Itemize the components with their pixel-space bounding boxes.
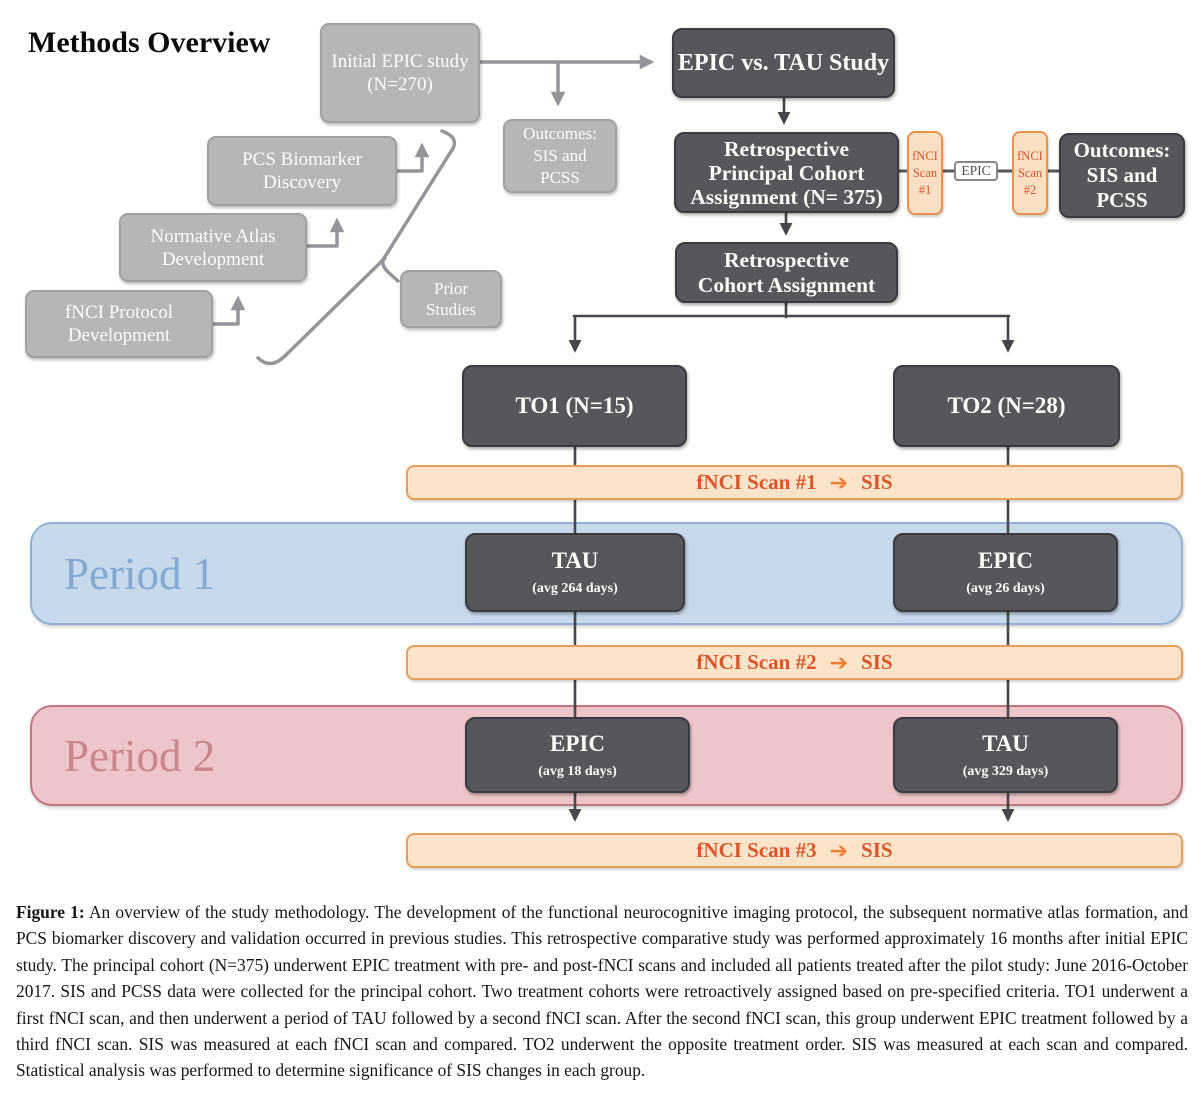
box-line: Assignment (N= 375): [690, 184, 883, 209]
box-line: TO2 (N=28): [947, 393, 1066, 418]
box-line: PCSS: [540, 168, 580, 187]
period1-label: Period 1: [64, 548, 216, 599]
box-epic-mini: EPIC: [954, 161, 998, 181]
box-to1: TO1 (N=15): [462, 365, 687, 447]
box-line: Scan: [1017, 165, 1043, 180]
right-arrow-icon: ➔: [829, 837, 849, 863]
arrow-protocol-to-atlas: [211, 295, 246, 326]
treatment-duration: (avg 18 days): [538, 763, 617, 779]
box-line: Development: [161, 248, 265, 270]
arrow-pcs-to-initialepic: [395, 142, 430, 173]
scan-bar-3-result: SIS: [861, 838, 893, 862]
box-epic-vs-tau: EPIC vs. TAU Study: [672, 28, 895, 98]
scan-bar-1-label: fNCI Scan #1: [696, 470, 817, 494]
scan-bar-2-label: fNCI Scan #2: [696, 650, 817, 674]
treatment-title: EPIC: [550, 730, 605, 756]
period2-label: Period 2: [64, 730, 216, 781]
box-line: Scan: [912, 165, 938, 180]
caption-text: An overview of the study methodology. Th…: [16, 902, 1189, 1081]
box-line: Normative Atlas: [150, 225, 276, 247]
box-period2-tau: TAU (avg 329 days): [893, 717, 1118, 793]
box-line: Retrospective: [724, 247, 849, 272]
box-line: Development: [67, 325, 171, 346]
box-retro-principal: Retrospective Principal Cohort Assignmen…: [674, 132, 899, 213]
arrow-atlas-to-pcs: [305, 217, 345, 248]
figure-caption: Figure 1: An overview of the study metho…: [16, 899, 1188, 1084]
box-period1-epic: EPIC (avg 26 days): [893, 533, 1118, 612]
box-retro-cohort: Retrospective Cohort Assignment: [675, 242, 898, 303]
box-line: PCSS: [1096, 188, 1148, 212]
box-line: Principal Cohort: [708, 160, 865, 185]
box-line: TO1 (N=15): [515, 393, 634, 418]
box-line: Retrospective: [724, 136, 849, 161]
box-to2: TO2 (N=28): [893, 365, 1120, 447]
box-line: EPIC vs. TAU Study: [677, 49, 890, 76]
box-period2-epic: EPIC (avg 18 days): [465, 717, 690, 793]
scan-bar-2: fNCI Scan #2 ➔ SIS: [406, 645, 1183, 680]
figure-title: Methods Overview: [28, 26, 271, 59]
scan-bar-3-label: fNCI Scan #3: [696, 838, 817, 862]
box-normative-atlas: Normative Atlas Development: [119, 213, 307, 282]
box-line: PCS Biomarker: [242, 149, 362, 170]
box-line: Outcomes:: [523, 124, 597, 143]
prior-studies-bracket-upper: [381, 129, 457, 283]
caption-label: Figure 1:: [16, 902, 85, 922]
box-line: SIS and: [533, 146, 587, 165]
box-period1-tau: TAU (avg 264 days): [465, 533, 685, 612]
box-fnci-scan2: fNCI Scan #2: [1012, 131, 1048, 215]
treatment-title: TAU: [982, 730, 1029, 756]
prior-studies-bracket-lower: [256, 256, 387, 366]
box-line: Cohort Assignment: [697, 272, 876, 297]
scan-bar-1: fNCI Scan #1 ➔ SIS: [406, 465, 1183, 500]
box-line: Discovery: [262, 172, 342, 193]
scan-bar-3: fNCI Scan #3 ➔ SIS: [406, 833, 1183, 868]
box-outcomes-gray: Outcomes: SIS and PCSS: [503, 119, 617, 193]
scan-bar-2-result: SIS: [861, 650, 893, 674]
gray-arrows: [211, 54, 655, 366]
box-line: Prior: [434, 279, 468, 298]
box-line: fNCI: [1017, 148, 1043, 163]
box-outcomes-dark: Outcomes: SIS and PCSS: [1059, 133, 1185, 218]
box-line: #1: [918, 182, 932, 197]
treatment-duration: (avg 26 days): [966, 581, 1045, 596]
treatment-duration: (avg 264 days): [532, 581, 618, 596]
box-line: Studies: [425, 300, 477, 319]
box-line: Outcomes:: [1073, 138, 1171, 162]
box-line: (N=270): [367, 74, 433, 95]
box-line: Initial EPIC study: [331, 51, 469, 72]
box-fnci-protocol: fNCI Protocol Development: [25, 290, 213, 358]
right-arrow-icon: ➔: [829, 469, 849, 495]
treatment-title: TAU: [551, 548, 599, 573]
box-line: #2: [1023, 182, 1037, 197]
box-prior-studies: Prior Studies: [400, 270, 502, 328]
box-line: fNCI Protocol: [64, 302, 174, 323]
box-line: EPIC: [961, 163, 991, 178]
box-fnci-scan1: fNCI Scan #1: [907, 131, 943, 215]
box-pcs-biomarker: PCS Biomarker Discovery: [207, 136, 397, 206]
treatment-title: EPIC: [978, 548, 1033, 573]
box-initial-epic-study: Initial EPIC study (N=270): [320, 23, 480, 123]
box-line: fNCI: [912, 148, 938, 163]
treatment-duration: (avg 329 days): [962, 763, 1049, 779]
scan-bar-1-result: SIS: [861, 470, 893, 494]
box-line: SIS and: [1086, 163, 1158, 187]
right-arrow-icon: ➔: [829, 649, 849, 675]
